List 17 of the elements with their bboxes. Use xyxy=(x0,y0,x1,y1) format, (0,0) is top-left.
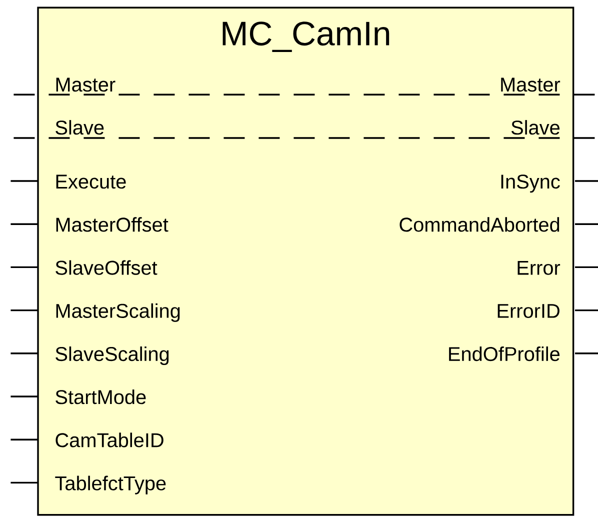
pin-label: CommandAborted xyxy=(400,217,560,232)
pin-label: Execute xyxy=(56,174,126,189)
pin-label: SlaveOffset xyxy=(56,260,158,275)
pin-label: Slave xyxy=(511,120,560,135)
pin-label: Master xyxy=(56,78,116,92)
pin-label: Slave xyxy=(56,120,104,135)
pin-label: ErrorID xyxy=(498,304,560,318)
pin-label: TablefctType xyxy=(55,476,166,494)
pin-label: EndOfProfile xyxy=(449,346,560,362)
pin-label: CamTableID xyxy=(56,432,164,448)
pin-label: MasterScaling xyxy=(56,303,180,322)
pin-label: InSync xyxy=(501,174,560,193)
pin-label: Error xyxy=(518,261,560,275)
pin-label: SlaveScaling xyxy=(56,346,169,366)
pin-label: StartMode xyxy=(56,390,146,404)
pin-label: Master xyxy=(501,78,560,92)
pin-label: MasterOffset xyxy=(56,217,168,232)
